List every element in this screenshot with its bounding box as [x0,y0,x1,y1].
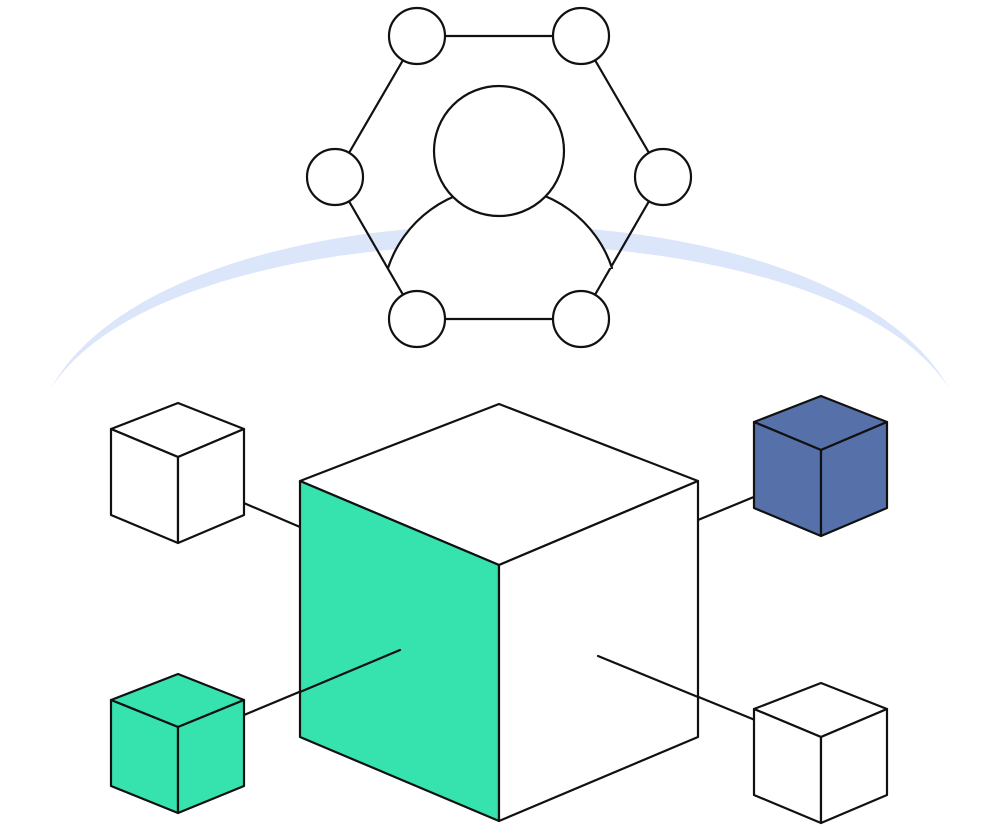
network-node-bottom-right [551,289,611,349]
cube-icon-bottom-right [752,681,889,825]
network-node-top-left [387,6,447,66]
network-node-bottom-left [387,289,447,349]
cube-right-face [819,420,889,538]
user-head-icon [432,84,566,218]
network-node-left [305,147,365,207]
background-arc [50,225,950,390]
cube-icon-top-left [109,401,246,545]
connector-bottom-right-inner [596,654,700,699]
cube-icon-top-right [752,394,889,538]
network-node-top-right [551,6,611,66]
cube-icon-central [298,402,700,823]
connector-lines-inner [298,648,700,699]
cube-right-face [176,698,246,815]
network-node-right [633,147,693,207]
cube-icon-bottom-left [109,672,246,815]
user-network-icon [305,6,693,349]
cube-right-face [176,427,246,545]
central-cube-right-face [497,479,700,823]
connector-bottom-left-inner [298,648,402,694]
cube-right-face [819,707,889,825]
